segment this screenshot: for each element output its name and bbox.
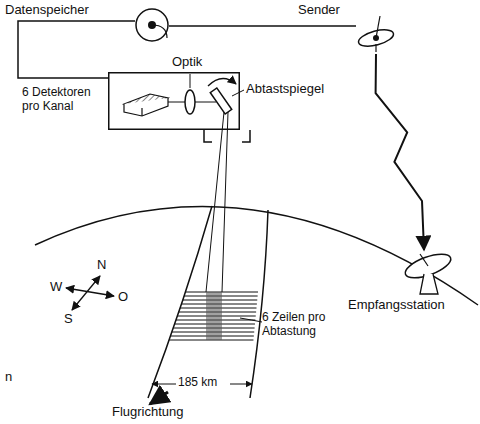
leader-line	[232, 90, 244, 96]
data-store-reel: Datenspeicher	[135, 8, 169, 42]
lens	[185, 90, 195, 114]
stray-text: n	[5, 370, 19, 385]
node-label: 6 Detektoren pro Kanal	[22, 86, 106, 114]
leader-line	[190, 74, 191, 88]
compass-letter: W	[50, 280, 66, 295]
annotation: 6 Zeilen pro Abtastung	[262, 311, 346, 339]
node-label: Datenspeicher	[5, 3, 130, 18]
scanner-housing: 6 Detektoren pro Kanal	[108, 72, 240, 130]
data-line	[169, 25, 356, 27]
housing-mount	[204, 130, 250, 142]
leader-line	[240, 318, 262, 322]
flight-direction-label: Flugrichtung	[112, 405, 212, 420]
scan-mirror	[210, 88, 231, 114]
radio-link	[376, 54, 424, 250]
compass-arrow	[66, 288, 114, 296]
compass-letter: N	[97, 258, 111, 273]
compass-letter: O	[118, 290, 132, 305]
part-label: Optik	[172, 55, 216, 70]
data-store-reel-outline	[135, 8, 169, 42]
receiving-station: Empfangsstation	[400, 250, 456, 296]
earth-horizon	[35, 207, 478, 305]
scan-beam	[206, 112, 224, 292]
node-label: Empfangsstation	[348, 298, 473, 313]
scan-footprint	[206, 292, 222, 340]
transmitter-antenna-outline	[356, 14, 396, 54]
transmitter-antenna: Sender	[356, 14, 396, 54]
dimension-label: 185 km	[176, 376, 230, 390]
receiving-station-outline	[400, 250, 456, 296]
mirror-rotation-arrow	[208, 78, 236, 86]
scan-lines	[169, 292, 258, 340]
flight-direction-arrow	[150, 392, 168, 404]
scanner-housing-outline	[108, 72, 240, 130]
swath-edge	[148, 206, 212, 398]
detector-block	[124, 98, 168, 116]
data-line	[18, 21, 135, 78]
scan-beam	[222, 112, 228, 292]
compass-letter: S	[64, 312, 78, 327]
node-label: Sender	[298, 3, 354, 18]
part-label: Abtastspiegel	[246, 82, 342, 97]
